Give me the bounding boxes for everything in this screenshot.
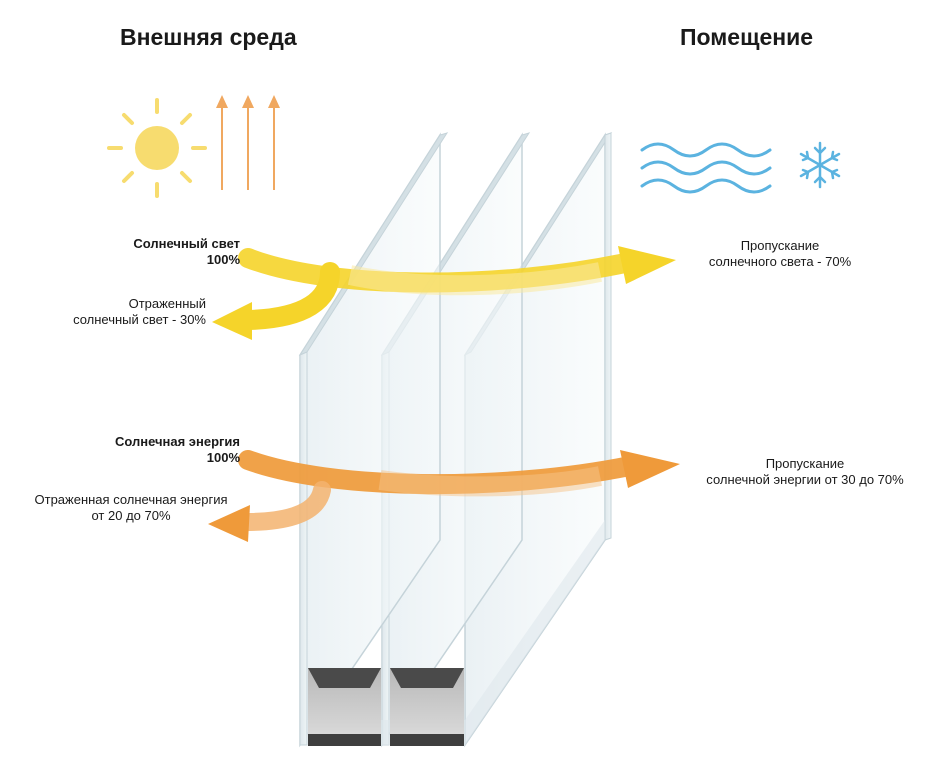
spacer-frame-right [390,668,464,746]
sun-ray-arrows-icon [216,95,280,190]
reflected-light-label-line2: солнечный свет - 30% [73,312,206,327]
solar-energy-reflected-arrow [208,481,331,542]
solar-energy-label: Солнечная энергия 100% [60,434,240,466]
light-transmission-label: Пропускание солнечного света - 70% [680,238,880,270]
sunlight-reflected-arrow [212,262,340,340]
energy-transmission-label-line2: солнечной энергии от 30 до 70% [706,472,904,487]
sunlight-label-line1: Солнечный свет [133,236,240,251]
solar-energy-label-line1: Солнечная энергия [114,434,240,449]
reflected-energy-label-line2: от 20 до 70% [91,508,171,523]
sunlight-label: Солнечный свет 100% [80,236,240,268]
energy-transmission-label-line1: Пропускание [765,456,845,471]
reflected-energy-label-line1: Отраженная солнечная энергия [34,492,228,507]
snowflake-icon [799,141,841,189]
room-heading: Помещение [680,24,814,50]
heat-waves-icon [640,142,772,194]
solar-energy-transmitted-arrow [238,450,680,497]
sunlight-label-line2: 100% [206,252,240,267]
reflected-light-label: Отраженный солнечный свет - 30% [10,296,206,328]
sunlight-transmitted-arrow [238,246,676,296]
reflected-energy-label: Отраженная солнечная энергия от 20 до 70… [2,492,260,524]
sun-icon [107,98,207,198]
light-transmission-label-line2: солнечного света - 70% [708,254,852,269]
light-transmission-label-line1: Пропускание [740,238,820,253]
outside-heading: Внешняя среда [120,24,297,50]
reflected-light-label-line1: Отраженный [128,296,206,311]
spacer-frame-left [308,668,381,746]
solar-energy-label-line2: 100% [206,450,240,465]
energy-transmission-label: Пропускание солнечной энергии от 30 до 7… [680,456,930,488]
